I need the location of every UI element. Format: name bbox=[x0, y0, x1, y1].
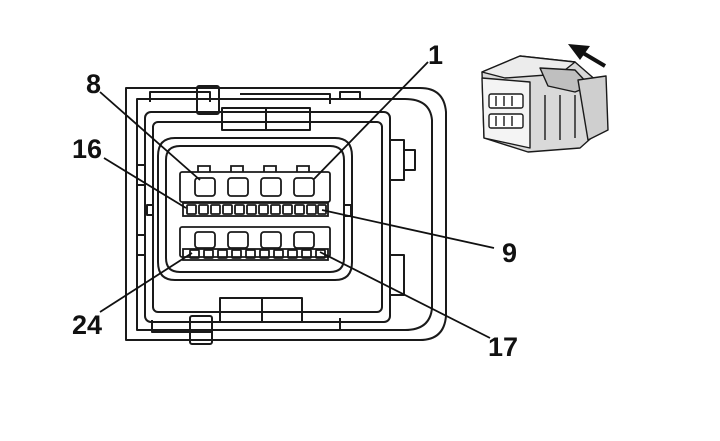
direction-arrow bbox=[568, 44, 607, 68]
thumbnail-upper-cavities bbox=[488, 93, 524, 109]
thumbnail-front-face bbox=[481, 77, 531, 149]
bottom-latch-ridge bbox=[236, 318, 341, 331]
right-rib-upper bbox=[390, 139, 405, 181]
housing-frame-inner bbox=[152, 121, 383, 313]
left-small-tab bbox=[146, 204, 153, 216]
upper-terminal-carrier bbox=[179, 171, 331, 203]
arrow-head-icon bbox=[568, 44, 590, 60]
bottom-latch-tab bbox=[189, 315, 213, 345]
right-notch bbox=[405, 149, 416, 171]
cavity-1-4-a bbox=[194, 177, 216, 197]
top-right-step bbox=[339, 91, 361, 99]
top-latch-ridge bbox=[240, 93, 331, 104]
left-rib-upper bbox=[136, 164, 145, 186]
cavity-1-4-d bbox=[293, 177, 315, 197]
middle-pin-strip bbox=[182, 202, 329, 217]
cavity-lower-d bbox=[293, 231, 315, 249]
top-latch-base bbox=[149, 91, 211, 102]
pin-label-16: 16 bbox=[72, 134, 102, 164]
cavity-lower-a bbox=[194, 231, 216, 249]
terminal-block bbox=[179, 165, 331, 261]
mating-cavity-inner bbox=[165, 145, 345, 273]
pin-label-24: 24 bbox=[72, 310, 102, 340]
right-rib-lower bbox=[390, 254, 405, 296]
leader-pin-17 bbox=[319, 251, 491, 339]
cavity-1-4-c bbox=[260, 177, 282, 197]
pin-label-9: 9 bbox=[502, 238, 517, 268]
pin-label-1: 1 bbox=[428, 40, 443, 70]
cavity-lower-b bbox=[227, 231, 249, 249]
thumbnail-rear bbox=[577, 75, 609, 141]
leader-lines bbox=[99, 61, 495, 339]
middle-pin-row bbox=[186, 204, 327, 215]
pin-label-17: 17 bbox=[488, 332, 518, 362]
upper-row-notches bbox=[197, 165, 310, 172]
leader-pin-1 bbox=[313, 61, 429, 180]
connector-thumbnail bbox=[481, 55, 609, 153]
cavity-lower-c bbox=[260, 231, 282, 249]
top-latch-tab bbox=[196, 85, 220, 115]
leader-pin-9 bbox=[321, 209, 495, 249]
thumbnail-lower-cavities bbox=[488, 113, 524, 129]
leader-pin-24 bbox=[99, 252, 193, 313]
leader-pin-8 bbox=[99, 91, 201, 181]
thumbnail-cavity-ticks bbox=[495, 96, 513, 126]
leader-pin-16 bbox=[103, 157, 187, 209]
thumbnail-side-ribs bbox=[544, 95, 576, 140]
cavity-1-4-b bbox=[227, 177, 249, 197]
pin-label-8: 8 bbox=[86, 69, 101, 99]
mating-cavity bbox=[157, 137, 353, 281]
connector-housing bbox=[125, 85, 447, 345]
left-rib-lower bbox=[136, 234, 145, 256]
lower-pin-strip bbox=[182, 248, 329, 261]
